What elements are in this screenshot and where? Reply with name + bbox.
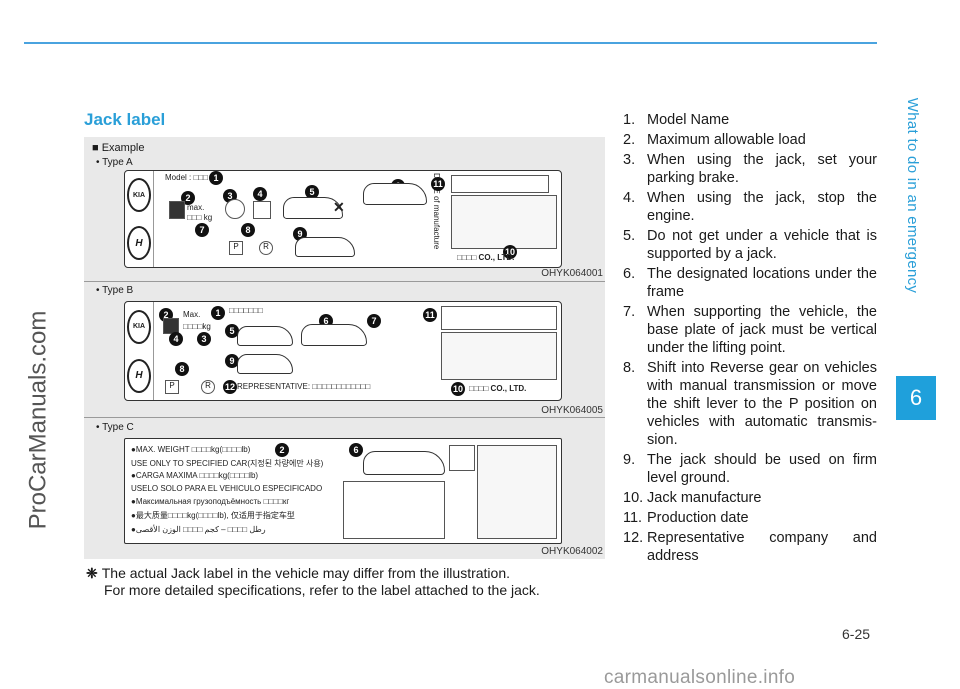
divider (84, 281, 605, 282)
marker-2: 2 (275, 443, 289, 457)
kg-text: □□□□kg (183, 322, 211, 331)
company-text: □□□□ CO., LTD. (469, 384, 527, 393)
marker-10: 10 (503, 245, 517, 259)
car-lift-point-icon (301, 324, 367, 346)
type-a-code: OHYK064001 (541, 268, 603, 279)
car-lift-point-icon (363, 183, 427, 205)
marker-7: 7 (195, 223, 209, 237)
kia-logo: KIA (127, 309, 151, 344)
car-lift-point-icon (363, 451, 445, 475)
type-c-line-3: ●CARGA MAXIMA □□□□kg(□□□□lb) (131, 471, 259, 480)
note-line-1: The actual Jack label in the vehicle may… (101, 565, 511, 581)
representative-text: REPRESENTATIVE: □□□□□□□□□□□□ (237, 382, 371, 391)
marker-5: 5 (225, 324, 239, 338)
type-c-line-7: ●رطل □□□□ – كجم □□□□ الوزن الأقصى (131, 525, 266, 534)
engine-off-icon (253, 201, 271, 219)
list-item: 2.Maximum allowable load (623, 132, 806, 148)
type-c-label: • Type C (96, 422, 134, 433)
type-c-code: OHYK064002 (541, 546, 603, 557)
figure-note: ❈The actual Jack label in the vehicle ma… (86, 565, 540, 599)
note-line-2: For more detailed specifications, refer … (104, 582, 540, 598)
cert-marks (451, 175, 549, 193)
hyundai-logo: H (127, 226, 151, 260)
marker-4: 4 (253, 187, 267, 201)
list-item: 12.Representative company and address (623, 530, 877, 564)
list-item: 1.Model Name (623, 112, 730, 128)
list-item: 4.When using the jack, stop the engine. (623, 190, 877, 224)
brand-column: KIA H (125, 302, 154, 400)
brand-column: KIA H (125, 171, 154, 267)
example-label: ■ Example (92, 142, 145, 154)
marker-12: 12 (223, 380, 237, 394)
type-c-line-5: ●Максимальная грузоподъёмность □□□□кг (131, 497, 290, 506)
list-item: 8.Shift into Reverse gear on vehicles wi… (623, 360, 877, 448)
marker-4: 4 (169, 332, 183, 346)
multilingual-table (477, 445, 557, 539)
type-c-line-4: USELO SOLO PARA EL VEHICULO ESPECIFICADO (131, 484, 323, 493)
max-text: max. (187, 203, 205, 212)
type-b-card: KIA H 2 Max. □□□□kg 1 □□□□□□□ 4 3 8 P R … (124, 301, 562, 401)
firm-ground-icon (237, 354, 293, 374)
type-b-code: OHYK064005 (541, 405, 603, 416)
list-item: 5.Do not get under a vehicle that is sup… (623, 228, 877, 262)
type-c-line-1: ●MAX. WEIGHT □□□□kg(□□□□lb) (131, 445, 251, 454)
kg-text: □□□ kg (187, 213, 213, 222)
legend-list: 1.Model Name 2.Maximum allowable load 3.… (623, 111, 877, 567)
chapter-number-tab: 6 (896, 376, 936, 420)
page-number: 6-25 (842, 626, 871, 642)
list-item: 10.Jack manufacture (623, 490, 762, 506)
model-text: Model : □□□ (165, 173, 208, 182)
list-item: 7.When supporting the vehicle, the base … (623, 304, 877, 356)
kia-logo: KIA (127, 178, 151, 212)
model-boxes: □□□□□□□ (229, 306, 263, 315)
cert-marks (441, 306, 557, 330)
r-gear-icon: R (259, 241, 273, 255)
r-gear-icon: R (201, 380, 215, 394)
type-b-label: • Type B (96, 285, 134, 296)
marker-9: 9 (225, 354, 239, 368)
kc-mark-icon (449, 445, 475, 471)
multilingual-table (441, 332, 557, 380)
prohibited-icon: ✕ (333, 199, 345, 215)
jack-diagram (343, 481, 445, 539)
footer-watermark: carmanualsonline.info (604, 667, 796, 688)
marker-3: 3 (197, 332, 211, 346)
list-item: 11.Production date (623, 510, 749, 526)
type-a-label: • Type A (96, 157, 133, 168)
side-watermark: ProCarManuals.com (24, 310, 51, 530)
multilingual-table (451, 195, 557, 249)
type-c-line-2: USE ONLY TO SPECIFIED CAR(지정된 차량에만 사용) (131, 459, 324, 468)
car-under-jack-icon (237, 326, 293, 346)
marker-8: 8 (175, 362, 189, 376)
p-gear-icon: P (229, 241, 243, 255)
chapter-side-title: What to do in an emergency (904, 97, 922, 293)
max-text: Max. (183, 310, 201, 319)
parking-brake-icon (225, 199, 245, 219)
p-gear-icon: P (165, 380, 179, 394)
marker-10: 10 (451, 382, 465, 396)
list-item: 6.The designated locations under the fra… (623, 266, 877, 300)
marker-6: 6 (349, 443, 363, 457)
weight-icon (169, 201, 185, 219)
marker-11: 11 (431, 177, 445, 191)
list-item: 3.When using the jack, set your parking … (623, 152, 877, 186)
company-text: □□□□ CO., LTD. (457, 253, 515, 262)
note-symbol: ❈ (86, 565, 98, 581)
firm-ground-icon (295, 237, 355, 257)
jack-label-figure: ■ Example • Type A KIA H Model : □□□ 1 2… (84, 137, 605, 559)
top-rule (24, 42, 877, 44)
marker-1: 1 (209, 171, 223, 185)
marker-5: 5 (305, 185, 319, 199)
marker-1: 1 (211, 306, 225, 320)
marker-7: 7 (367, 314, 381, 328)
marker-11: 11 (423, 308, 437, 322)
type-a-card: KIA H Model : □□□ 1 2 max. □□□ kg 3 4 5 … (124, 170, 562, 268)
list-item: 9.The jack should be used on firm level … (623, 452, 877, 486)
type-c-card: ●MAX. WEIGHT □□□□kg(□□□□lb) USE ONLY TO … (124, 438, 562, 544)
divider (84, 417, 605, 418)
section-title: Jack label (84, 110, 166, 129)
hyundai-logo: H (127, 358, 151, 393)
type-c-line-6: ●最大质量□□□□kg(□□□□lb), 仅适用于指定车型 (131, 511, 295, 520)
marker-8: 8 (241, 223, 255, 237)
